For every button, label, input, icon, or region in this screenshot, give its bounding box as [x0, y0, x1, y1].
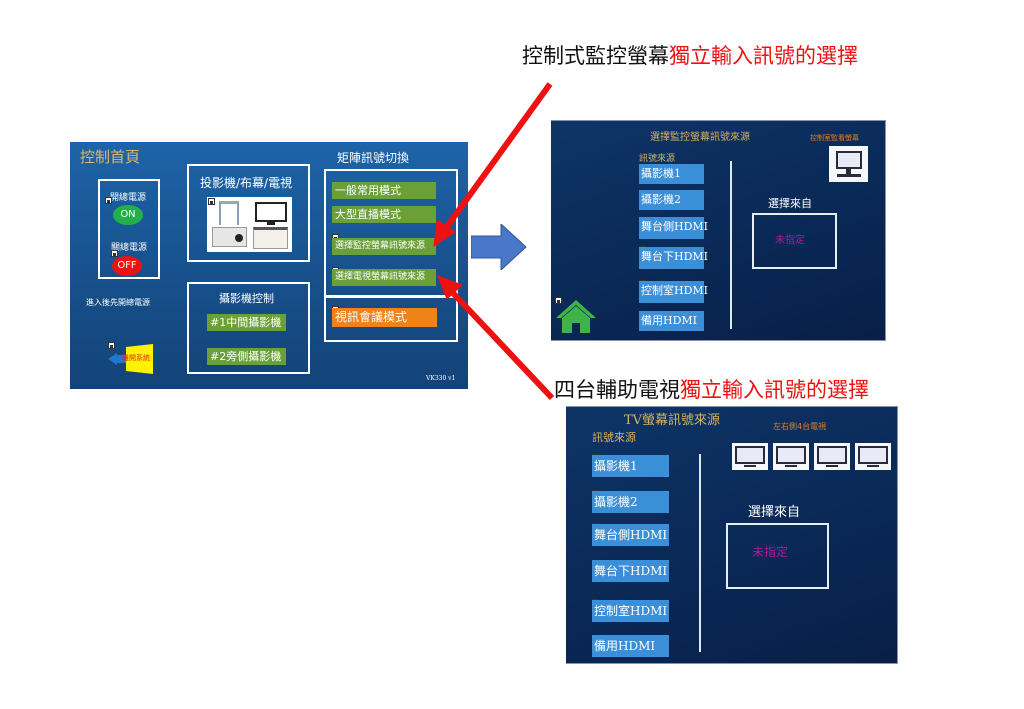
home-icon[interactable]	[554, 298, 598, 334]
tv-source-control-room-hdmi[interactable]: 控制室HDMI	[592, 600, 669, 622]
camera-1-button[interactable]: #1中間攝影機	[207, 314, 286, 331]
control-home-title: 控制首頁	[80, 148, 141, 166]
monitor-heading-red: 獨立輸入訊號的選擇	[669, 44, 858, 68]
monitor-source-button[interactable]: 選擇監控螢幕訊號來源	[332, 238, 436, 255]
tv-source-button[interactable]: 選擇電視螢幕訊號來源	[332, 269, 436, 286]
tv-heading: 四台輔助電視獨立輸入訊號的選擇	[554, 374, 869, 404]
monitor-heading-black: 控制式監控螢幕	[522, 44, 669, 68]
live-mode-button[interactable]: 大型直播模式	[332, 206, 436, 223]
camera-box	[187, 282, 310, 374]
monitor-select-from-label: 選擇來自	[768, 197, 812, 210]
monitor-source-camera2[interactable]: 攝影機2	[639, 190, 704, 210]
control-home-panel: 控制首頁 開總電源 ON 關總電源 OFF 進入後先開總電源 離開系統 投影機/…	[70, 142, 468, 389]
monitor-source-backup-hdmi[interactable]: 備用HDMI	[639, 311, 704, 331]
tv-heading-red: 獨立輸入訊號的選擇	[680, 378, 869, 402]
right-arrow-icon	[471, 224, 527, 270]
tv-4-icon[interactable]	[855, 443, 891, 470]
red-arrow-to-tv-button	[437, 275, 555, 401]
power-box	[98, 179, 160, 279]
tv-selection-box	[726, 523, 829, 589]
projector-section-title: 投影機/布幕/電視	[200, 176, 293, 190]
tv-heading-black: 四台輔助電視	[554, 378, 680, 402]
power-on-button[interactable]: ON	[113, 205, 143, 225]
lock-icon	[105, 197, 112, 204]
control-room-monitor-icon[interactable]	[829, 146, 868, 182]
lock-icon	[108, 342, 115, 349]
monitor-source-label: 訊號來源	[639, 154, 676, 164]
tv-selected-value: 未指定	[752, 545, 789, 559]
power-off-label: 關總電源	[111, 243, 148, 253]
power-hint: 進入後先開總電源	[86, 298, 150, 307]
monitor-panel-title: 選擇監控螢幕訊號來源	[650, 132, 750, 143]
power-on-label: 開總電源	[110, 193, 147, 203]
monitor-source-panel: 選擇監控螢幕訊號來源 訊號來源 控制室監看螢幕 攝影機1 攝影機2 舞台側HDM…	[551, 120, 886, 341]
tv-source-camera2[interactable]: 攝影機2	[592, 491, 669, 513]
tv-four-label: 左右側4台電視	[773, 422, 827, 431]
monitor-source-stage-below-hdmi[interactable]: 舞台下HDMI	[639, 247, 708, 269]
normal-mode-button[interactable]: 一般常用模式	[332, 182, 436, 199]
red-arrow-to-monitor-button	[433, 82, 553, 248]
power-off-button[interactable]: OFF	[112, 256, 142, 276]
tv-source-label: 訊號來源	[592, 431, 636, 444]
door-icon	[126, 344, 153, 374]
projector-lift-icon	[219, 201, 239, 225]
monitor-selection-box	[752, 213, 837, 269]
video-conf-box	[324, 296, 458, 342]
version-label: VK330 v1	[426, 375, 456, 382]
tv-3-icon[interactable]	[814, 443, 850, 470]
tv-source-stage-side-hdmi[interactable]: 舞台側HDMI	[592, 524, 669, 546]
projector-icon	[212, 227, 247, 247]
screen-icon	[253, 227, 288, 249]
video-conf-button[interactable]: 視訊會議模式	[332, 308, 437, 327]
tv-select-from-label: 選擇來自	[748, 505, 801, 520]
divider-line	[730, 161, 732, 329]
tv-source-stage-below-hdmi[interactable]: 舞台下HDMI	[592, 560, 669, 582]
monitor-heading: 控制式監控螢幕獨立輸入訊號的選擇	[522, 40, 858, 70]
lock-icon	[555, 297, 562, 304]
lock-icon	[208, 198, 215, 205]
projector-box	[187, 164, 310, 262]
camera-2-button[interactable]: #2旁側攝影機	[207, 348, 286, 365]
divider-line	[699, 454, 701, 652]
back-arrow-icon	[108, 353, 117, 365]
camera-section-title: 攝影機控制	[219, 292, 274, 305]
tv-source-backup-hdmi[interactable]: 備用HDMI	[592, 635, 669, 657]
control-room-monitor-label: 控制室監看螢幕	[810, 134, 859, 142]
monitor-source-camera1[interactable]: 攝影機1	[639, 164, 704, 184]
tv-source-panel: TV螢幕訊號來源 訊號來源 左右側4台電視 攝影機1 攝影機2 舞台側HDMI …	[566, 406, 898, 664]
monitor-source-control-room-hdmi[interactable]: 控制室HDMI	[639, 281, 708, 303]
tv-icon	[255, 202, 287, 222]
monitor-selected-value: 未指定	[775, 235, 805, 246]
tv-2-icon[interactable]	[773, 443, 809, 470]
tv-1-icon[interactable]	[732, 443, 768, 470]
projector-screen-tv-button[interactable]	[207, 197, 292, 252]
matrix-title: 矩陣訊號切換	[337, 151, 410, 165]
tv-source-camera1[interactable]: 攝影機1	[592, 455, 669, 477]
tv-panel-title: TV螢幕訊號來源	[624, 413, 721, 428]
lock-icon	[111, 250, 118, 257]
exit-button[interactable]: 離開系統	[108, 344, 156, 374]
exit-button-label: 離開系統	[122, 354, 150, 362]
monitor-source-stage-side-hdmi[interactable]: 舞台側HDMI	[639, 217, 708, 239]
